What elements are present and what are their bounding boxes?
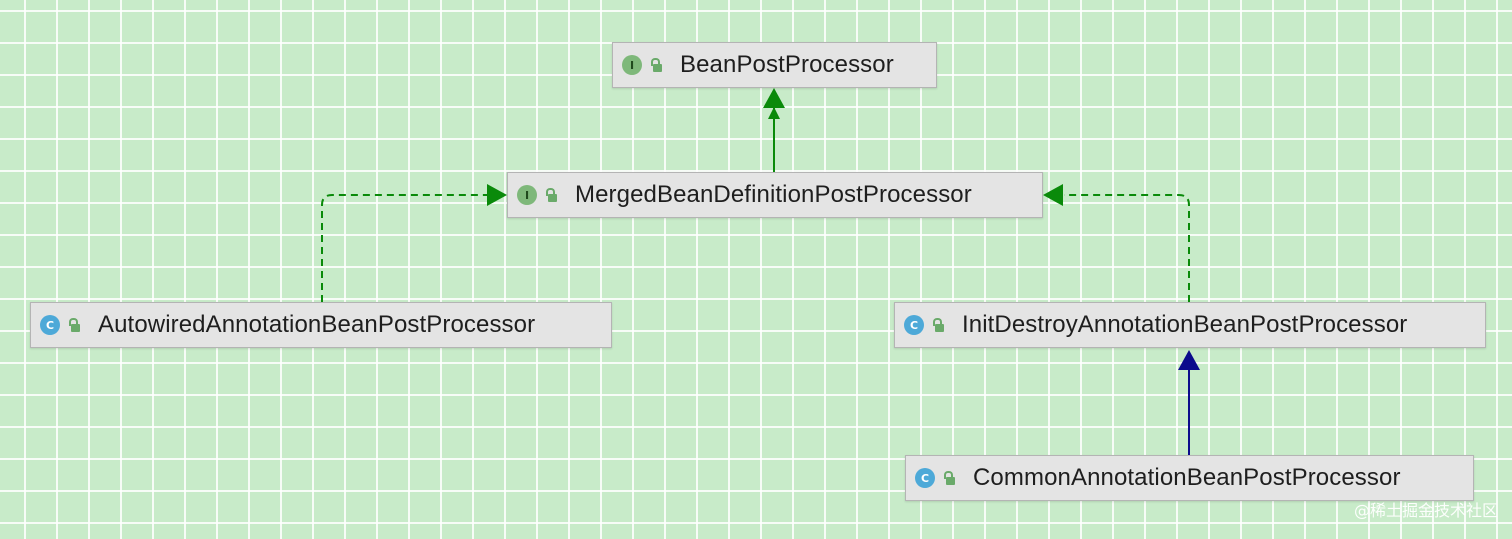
class-icon: C bbox=[40, 315, 60, 335]
arrowhead-mbdpp-left bbox=[487, 184, 507, 206]
lock-icon bbox=[545, 188, 557, 202]
arrowhead-mbdpp-right bbox=[1043, 184, 1063, 206]
node-init-destroy-annotation-bean-post-processor[interactable]: C InitDestroyAnnotationBeanPostProcessor bbox=[894, 302, 1486, 348]
interface-icon: I bbox=[622, 55, 642, 75]
node-bean-post-processor[interactable]: I BeanPostProcessor bbox=[612, 42, 937, 88]
node-autowired-annotation-bean-post-processor[interactable]: C AutowiredAnnotationBeanPostProcessor bbox=[30, 302, 612, 348]
node-label: InitDestroyAnnotationBeanPostProcessor bbox=[962, 311, 1408, 338]
node-common-annotation-bean-post-processor[interactable]: C CommonAnnotationBeanPostProcessor bbox=[905, 455, 1474, 501]
lock-icon bbox=[932, 318, 944, 332]
class-icon: C bbox=[904, 315, 924, 335]
watermark: @稀土掘金技术社区 bbox=[1353, 501, 1498, 520]
lock-icon bbox=[68, 318, 80, 332]
arrowhead-bpp bbox=[763, 88, 785, 108]
lock-icon bbox=[943, 471, 955, 485]
interface-icon: I bbox=[517, 185, 537, 205]
arrowhead-idabpp bbox=[1178, 350, 1200, 370]
edge-idabpp-to-mbdpp bbox=[1064, 194, 1190, 302]
node-label: BeanPostProcessor bbox=[680, 51, 894, 78]
class-icon: C bbox=[915, 468, 935, 488]
node-label: MergedBeanDefinitionPostProcessor bbox=[575, 181, 972, 208]
edge-abpp-to-mbdpp bbox=[321, 194, 488, 302]
node-label: CommonAnnotationBeanPostProcessor bbox=[973, 464, 1401, 491]
node-label: AutowiredAnnotationBeanPostProcessor bbox=[98, 311, 536, 338]
lock-icon bbox=[650, 58, 662, 72]
node-merged-bean-definition-post-processor[interactable]: I MergedBeanDefinitionPostProcessor bbox=[507, 172, 1043, 218]
